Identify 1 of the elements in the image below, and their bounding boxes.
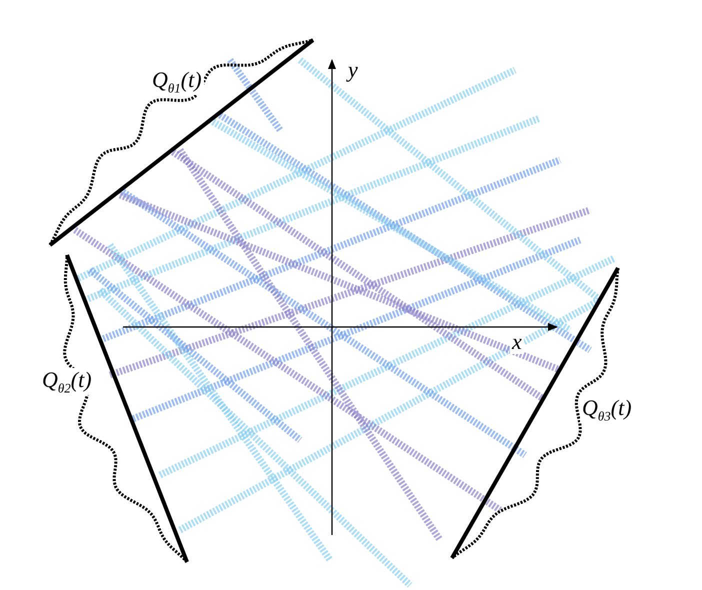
projection-label: Q$_{θ2}$(t) [40, 368, 94, 396]
